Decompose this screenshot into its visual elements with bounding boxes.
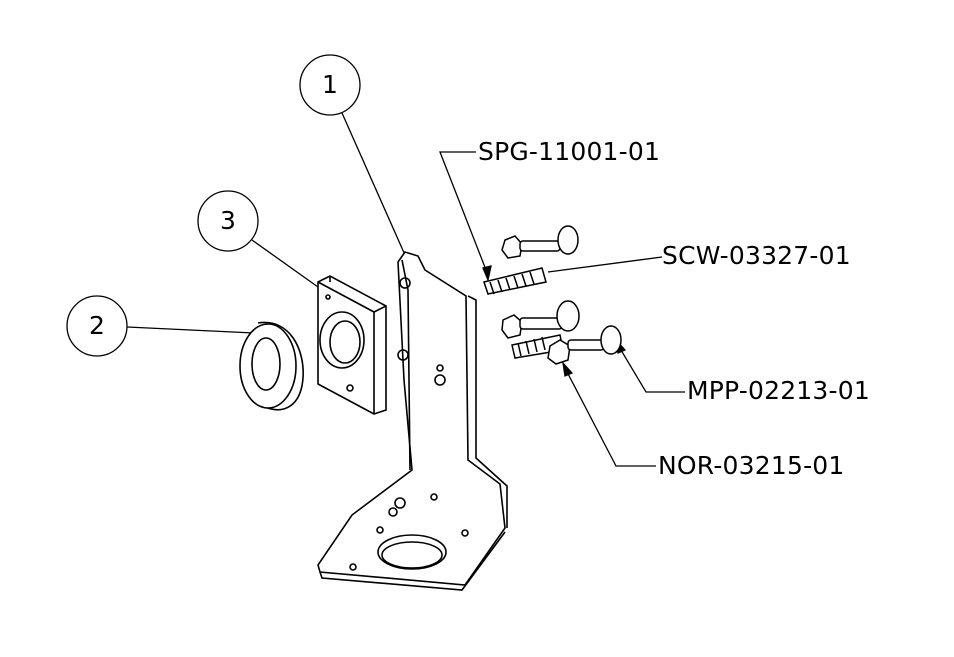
leader-3 bbox=[251, 239, 326, 293]
arrow-nor bbox=[562, 360, 574, 377]
ring-part bbox=[239, 321, 304, 411]
label-mpp-02213-01: MPP-02213-01 bbox=[687, 376, 870, 405]
balloon-1: 1 bbox=[322, 70, 338, 99]
hardware-parts bbox=[483, 225, 622, 365]
bracket-part bbox=[317, 251, 508, 591]
leader-1 bbox=[341, 112, 406, 256]
balloon-3-circle bbox=[197, 190, 259, 252]
leader-spg bbox=[439, 151, 489, 276]
label-spg-11001-01: SPG-11001-01 bbox=[478, 137, 661, 166]
label-scw-03327-01: SCW-03327-01 bbox=[662, 241, 851, 270]
leader-nor bbox=[564, 367, 656, 467]
mount-plate-part bbox=[317, 275, 387, 415]
balloon-3: 3 bbox=[220, 206, 236, 235]
arrow-spg bbox=[482, 265, 492, 283]
leader-scw bbox=[547, 256, 663, 273]
balloon-2: 2 bbox=[89, 311, 105, 340]
balloon-2-circle bbox=[66, 295, 128, 357]
leader-2 bbox=[126, 326, 255, 334]
label-nor-03215-01: NOR-03215-01 bbox=[658, 451, 845, 480]
leader-mpp bbox=[617, 344, 685, 393]
balloon-1-circle bbox=[299, 54, 361, 116]
